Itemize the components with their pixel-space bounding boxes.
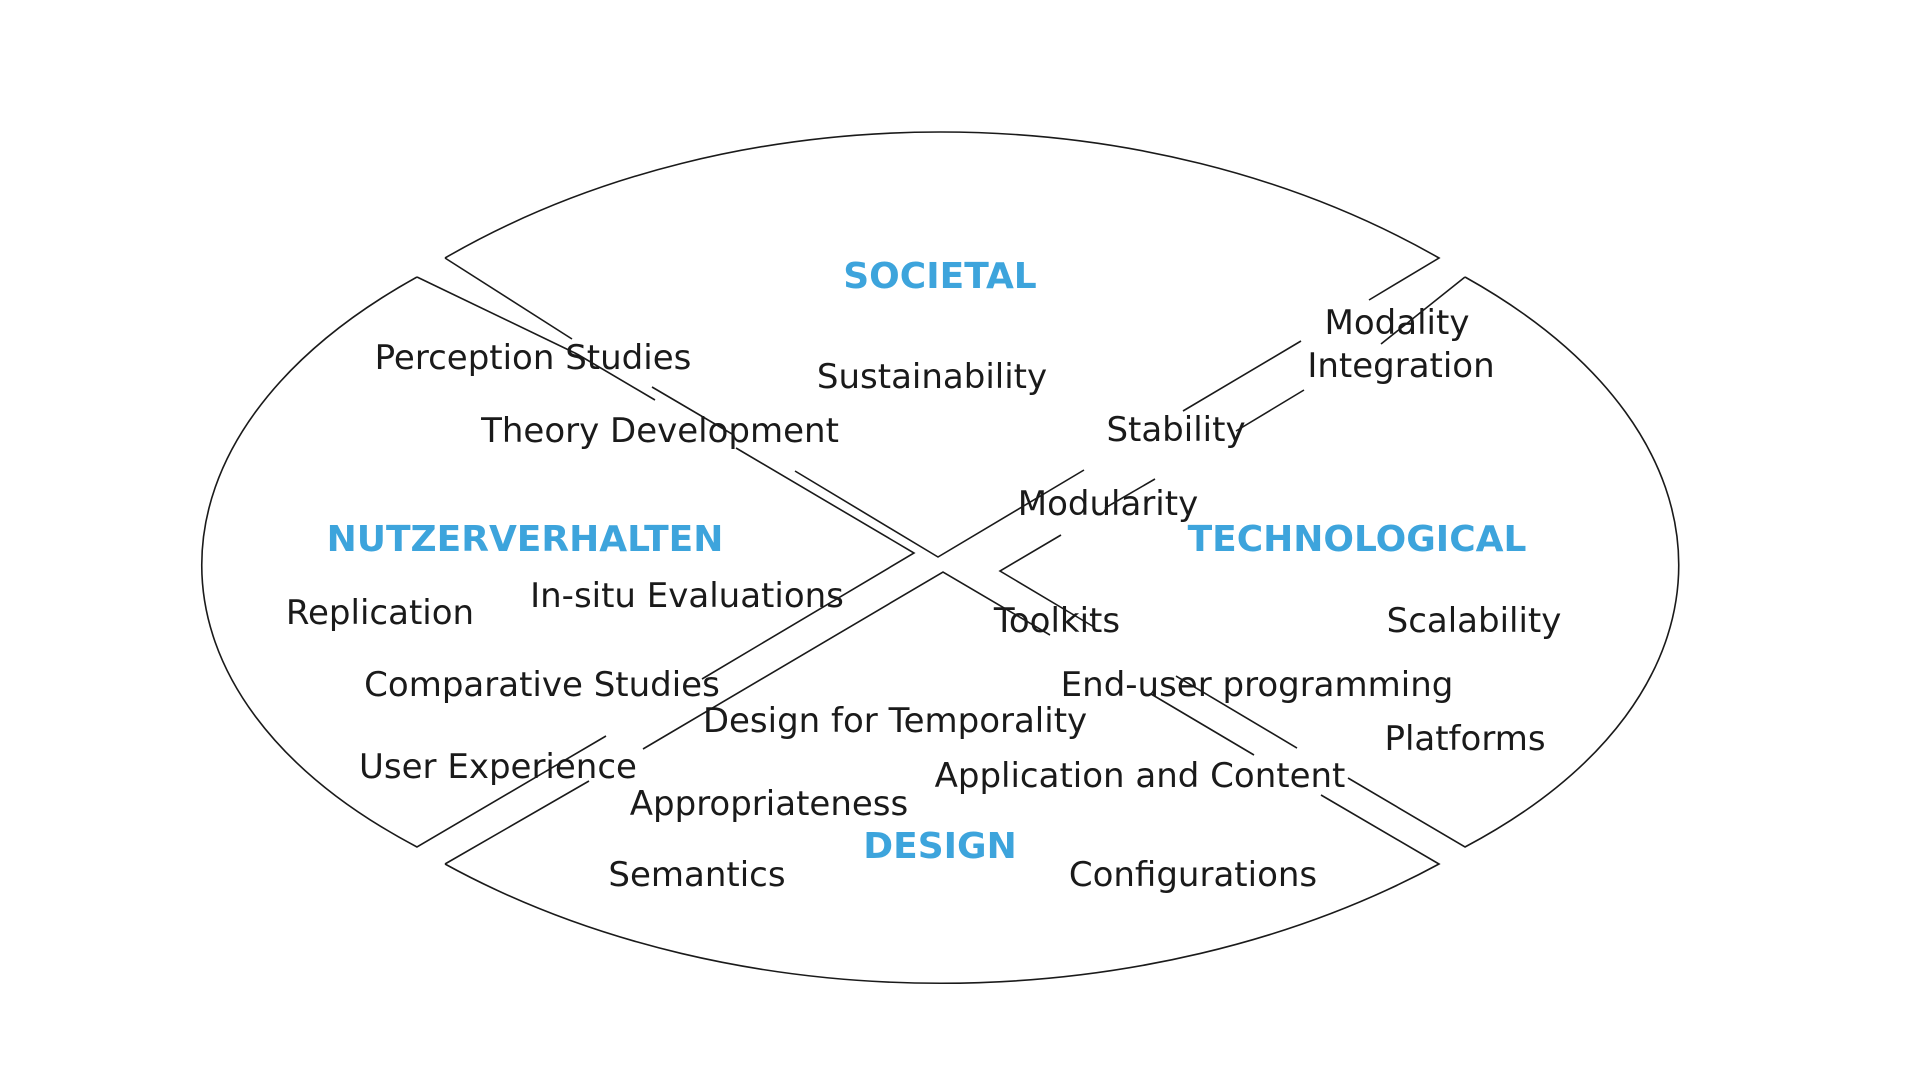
category-nutzerverhalten: NUTZERVERHALTEN	[327, 519, 724, 560]
topic-user-experience: User Experience	[359, 747, 637, 787]
topic-integration: Integration	[1307, 346, 1494, 386]
topic-modularity: Modularity	[1018, 484, 1198, 524]
topic-platforms: Platforms	[1384, 719, 1545, 759]
topic-application-and-content: Application and Content	[935, 756, 1346, 796]
category-technological: TECHNOLOGICAL	[1188, 519, 1527, 560]
topic-replication: Replication	[286, 593, 474, 633]
topic-appropriateness: Appropriateness	[630, 784, 908, 824]
category-societal: SOCIETAL	[843, 256, 1037, 297]
topic-comparative-studies: Comparative Studies	[364, 665, 720, 705]
topic-modality: Modality	[1325, 303, 1470, 343]
topic-end-user-programming: End-user programming	[1061, 665, 1454, 705]
topic-perception-studies: Perception Studies	[375, 338, 692, 378]
category-design: DESIGN	[863, 826, 1016, 867]
topic-theory-development: Theory Development	[480, 411, 839, 451]
segment-top-outline	[444, 131, 1441, 558]
segment-right-outline	[998, 276, 1680, 848]
segment-top-closing	[444, 257, 573, 340]
topic-scalability: Scalability	[1387, 601, 1562, 641]
topic-sustainability: Sustainability	[817, 357, 1047, 397]
topic-design-for-temporality: Design for Temporality	[703, 701, 1087, 741]
segment-bottom-outline	[444, 571, 1441, 984]
topic-in-situ-evaluations: In-situ Evaluations	[530, 576, 844, 616]
topic-stability: Stability	[1106, 410, 1245, 450]
topic-semantics: Semantics	[608, 855, 785, 895]
segment-left-closing	[416, 276, 578, 355]
topic-configurations: Configurations	[1069, 855, 1317, 895]
topic-toolkits: Toolkits	[993, 601, 1120, 641]
